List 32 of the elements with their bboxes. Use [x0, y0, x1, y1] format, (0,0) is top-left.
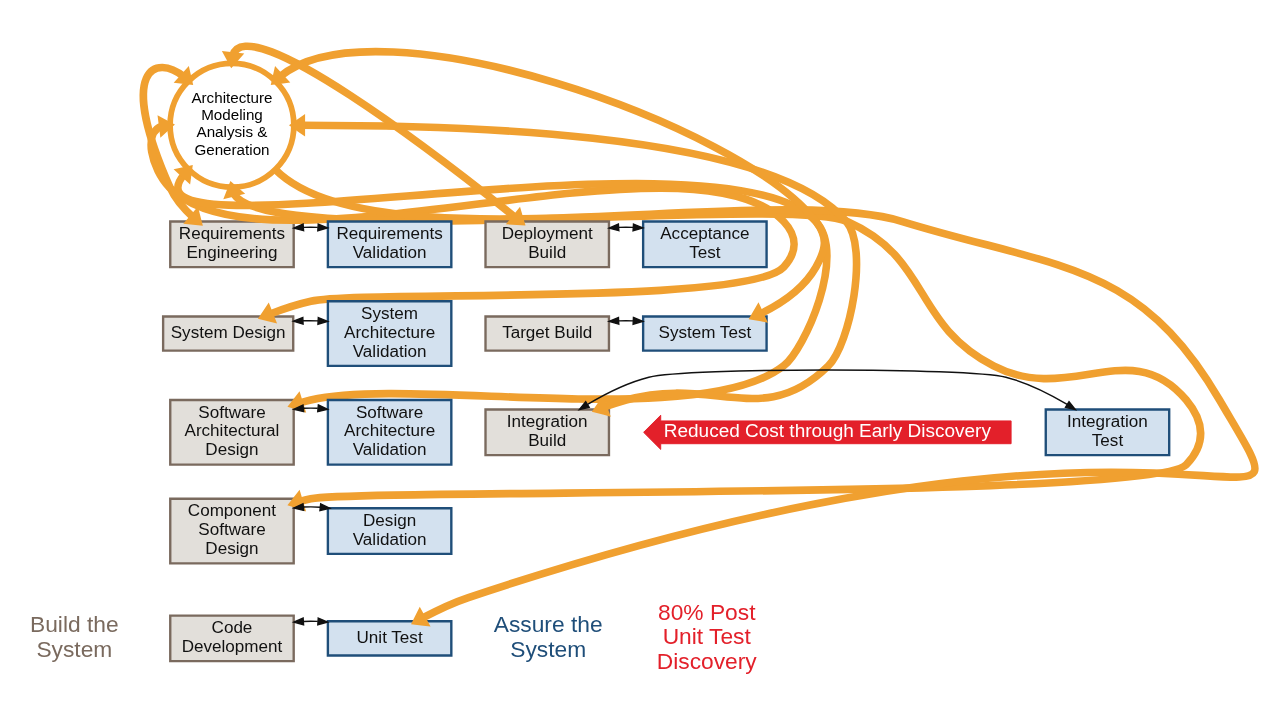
label: Assure the System [493, 610, 603, 662]
arrow [291, 502, 332, 512]
node-box: Requirements Engineering [169, 220, 295, 269]
node-box: Code Development [169, 614, 295, 663]
label: Build the System [30, 610, 119, 662]
node-box: Target Build [484, 315, 611, 352]
node-box: System Architecture Validation [326, 300, 453, 368]
arrow [291, 403, 330, 413]
arrow [273, 166, 1257, 627]
node-box: Software Architecture Validation [326, 398, 453, 466]
node-box: System Test [641, 315, 768, 352]
node-box: Design Validation [326, 507, 453, 556]
label: 80% Post Unit Test Discovery [656, 598, 757, 674]
arrow [606, 223, 645, 232]
node-box: Deployment Build [484, 220, 611, 269]
arrow [173, 165, 831, 413]
node-box: Component Software Design [169, 497, 295, 565]
arrow [223, 180, 1205, 512]
node-box: System Design [161, 315, 295, 352]
arrow [139, 63, 203, 226]
node-box: Software Architectural Design [169, 398, 295, 466]
node-box: Integration Build [484, 408, 611, 457]
node-box: Acceptance Test [641, 220, 768, 269]
node-box: Integration Test [1044, 408, 1171, 457]
node-box: Requirements Validation [326, 220, 453, 269]
arrow [289, 114, 861, 417]
arrow [606, 316, 645, 326]
arrow [291, 316, 330, 326]
node-circle: Architecture Modeling Analysis & Generation [167, 60, 297, 190]
arrow [577, 369, 1078, 411]
arrow [221, 43, 526, 226]
node-box: Unit Test [326, 620, 453, 657]
